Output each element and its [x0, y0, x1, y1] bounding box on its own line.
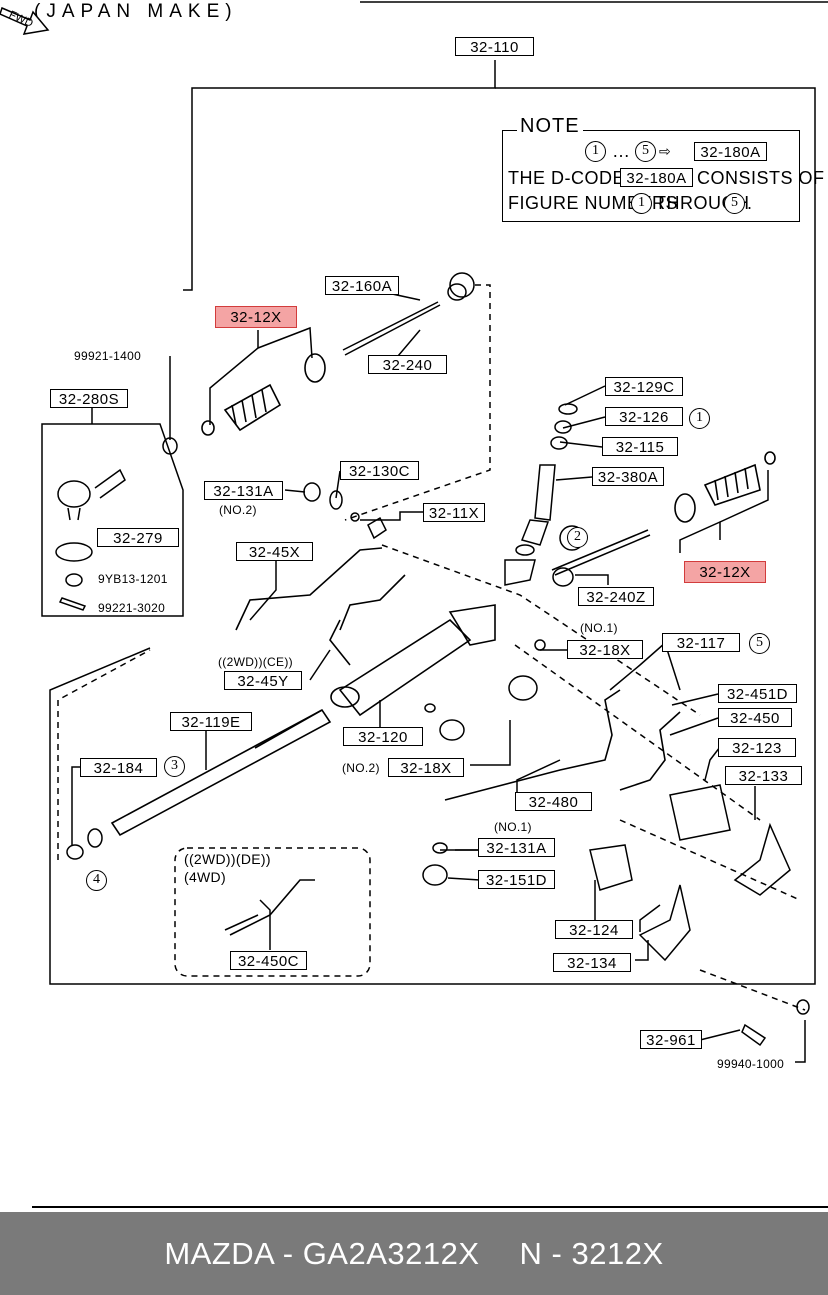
label-32-129C[interactable]: 32-129C: [605, 377, 683, 396]
label-32-151D[interactable]: 32-151D: [478, 870, 555, 889]
label-32-12X-highlight-left[interactable]: 32-12X: [215, 306, 297, 328]
part-99940-1000: 99940-1000: [717, 1057, 785, 1071]
figure-number-2: 2: [567, 527, 588, 548]
frame-top-left: [183, 60, 496, 291]
parts-diagram: (JAPAN MAKE) NOTE 1 … 5 ⇨ 32-180A THE D-…: [0, 1, 828, 1071]
label-32-131A-bottom[interactable]: 32-131A: [478, 838, 555, 857]
note-no1-bottom: (NO.1): [494, 820, 532, 834]
note-no2-bottom: (NO.2): [342, 761, 380, 775]
label-32-380A[interactable]: 32-380A: [592, 467, 664, 486]
rack-housing: [110, 547, 496, 837]
bellows-boots: [201, 353, 776, 523]
footer-text: MAZDA - GA2A3212X N - 3212X: [0, 1212, 828, 1295]
note-no1-top: (NO.1): [580, 621, 618, 635]
footer-bar: MAZDA - GA2A3212X N - 3212X: [0, 1212, 828, 1295]
note-no2-top: (NO.2): [219, 503, 257, 517]
note-2wd-ce: ((2WD))(CE)): [218, 655, 293, 669]
label-32-115[interactable]: 32-115: [602, 437, 678, 456]
note-2wd-de: ((2WD))(DE)): [184, 851, 271, 867]
pinion-stack: [504, 403, 578, 586]
note-title: NOTE: [517, 115, 583, 137]
label-32-450C[interactable]: 32-450C: [230, 951, 307, 970]
label-32-12X-highlight-right[interactable]: 32-12X: [684, 561, 766, 583]
note-4wd: (4WD): [184, 869, 226, 885]
arrow-icon: ⇨: [659, 143, 672, 159]
label-32-117[interactable]: 32-117: [662, 633, 740, 652]
label-32-11X[interactable]: 32-11X: [423, 503, 485, 522]
label-32-450[interactable]: 32-450: [718, 708, 792, 727]
label-32-480[interactable]: 32-480: [515, 792, 592, 811]
label-32-134[interactable]: 32-134: [553, 953, 631, 972]
label-32-130C[interactable]: 32-130C: [340, 461, 419, 480]
note-line2-num2: 5: [724, 193, 745, 214]
label-32-133[interactable]: 32-133: [725, 766, 802, 785]
figure-number-4: 4: [86, 870, 107, 891]
label-32-240Z[interactable]: 32-240Z: [578, 587, 654, 606]
figure-number-1: 1: [689, 408, 710, 429]
fwd-label: FWD: [7, 9, 35, 30]
label-32-184[interactable]: 32-184: [80, 758, 157, 777]
note-line2-num1: 1: [631, 193, 652, 214]
figure-number-3: 3: [164, 756, 185, 777]
label-32-126[interactable]: 32-126: [605, 407, 683, 426]
label-32-279[interactable]: 32-279: [97, 528, 179, 547]
label-32-280S[interactable]: 32-280S: [50, 389, 128, 408]
note-line2-a: FIGURE NUMBERS: [508, 193, 679, 213]
figure-number-5: 5: [749, 633, 770, 654]
note-line1-code[interactable]: 32-180A: [620, 168, 693, 187]
tie-rod-end: [55, 437, 178, 611]
label-32-124[interactable]: 32-124: [555, 920, 633, 939]
note-line2-c: .: [747, 193, 753, 213]
note-range-end: 5: [635, 141, 656, 162]
label-32-961[interactable]: 32-961: [640, 1030, 702, 1049]
frame-outline: [49, 87, 816, 985]
part-99221-3020: 99221-3020: [98, 601, 166, 615]
label-32-240[interactable]: 32-240: [368, 355, 447, 374]
label-32-45X[interactable]: 32-45X: [236, 542, 313, 561]
label-32-160A[interactable]: 32-160A: [325, 276, 399, 295]
fwd-arrow-icon: FWD: [0, 6, 50, 35]
inset-box: [41, 408, 184, 617]
pipes: [224, 689, 681, 936]
footer-rule: [32, 1206, 828, 1208]
misc-parts: [66, 482, 810, 1047]
part-9YB13-1201: 9YB13-1201: [98, 572, 168, 586]
label-32-119E[interactable]: 32-119E: [170, 712, 252, 731]
note-line1-b: CONSISTS OF: [697, 168, 825, 188]
note-box: [502, 130, 800, 222]
label-32-123[interactable]: 32-123: [718, 738, 796, 757]
wd4-box: [174, 847, 371, 977]
note-line1-a: THE D-CODE OF: [508, 168, 657, 188]
label-32-131A-top[interactable]: 32-131A: [204, 481, 283, 500]
note-range-start: 1: [585, 141, 606, 162]
label-32-120[interactable]: 32-120: [343, 727, 423, 746]
footer-part-b: N - 3212X: [519, 1236, 664, 1271]
label-32-110[interactable]: 32-110: [455, 37, 534, 56]
part-99921-1400: 99921-1400: [74, 349, 142, 363]
label-32-451D[interactable]: 32-451D: [718, 684, 797, 703]
label-32-18X-no1[interactable]: 32-18X: [567, 640, 643, 659]
note-range-code[interactable]: 32-180A: [694, 142, 767, 161]
label-32-45Y[interactable]: 32-45Y: [224, 671, 302, 690]
label-32-18X-no2[interactable]: 32-18X: [388, 758, 464, 777]
footer-part-a: MAZDA - GA2A3212X: [164, 1236, 480, 1271]
header-title: (JAPAN MAKE): [34, 1, 238, 22]
note-range-dots: …: [612, 141, 631, 161]
tie-rods: [342, 272, 651, 587]
